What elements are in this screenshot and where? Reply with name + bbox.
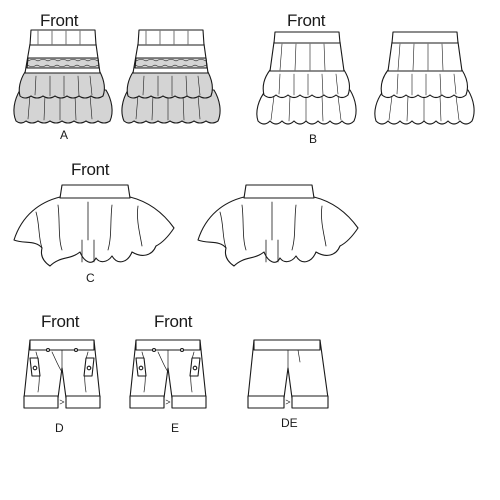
skirt-view-c-back xyxy=(197,184,359,267)
skirt-view-b-front xyxy=(256,31,357,125)
shorts-view-d xyxy=(23,339,101,409)
skirt-view-a-front xyxy=(13,29,113,124)
view-label-b: B xyxy=(309,132,318,146)
shorts-view-de-back xyxy=(247,339,329,409)
front-label-a: Front xyxy=(40,11,79,30)
view-label-de: DE xyxy=(281,416,298,430)
view-label-a: A xyxy=(60,128,69,142)
front-label-e: Front xyxy=(154,312,193,331)
view-label-d: D xyxy=(55,421,64,435)
view-label-e: E xyxy=(171,421,180,435)
skirt-view-c-front xyxy=(13,184,175,267)
skirt-view-b-back xyxy=(374,31,475,125)
front-label-c: Front xyxy=(71,160,110,179)
front-label-d: Front xyxy=(41,312,80,331)
shorts-view-e xyxy=(129,339,207,409)
skirt-view-a-back xyxy=(121,29,221,124)
view-label-c: C xyxy=(86,271,95,285)
front-label-b: Front xyxy=(287,11,326,30)
